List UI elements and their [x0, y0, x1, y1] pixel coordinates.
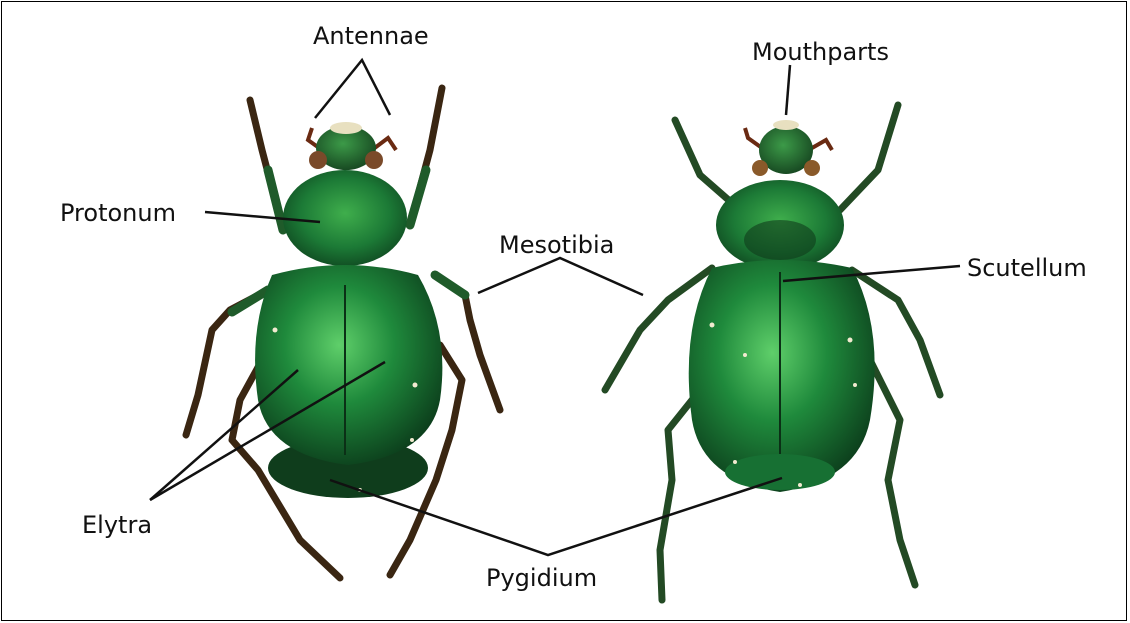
- right-beetle-eye: [752, 160, 768, 176]
- left-beetle-pronotum: [283, 170, 407, 266]
- left-beetle-elytra: [255, 265, 442, 465]
- mouthparts-label: Mouthparts: [752, 40, 889, 64]
- left-beetle-eye: [309, 151, 327, 169]
- elytra-label: Elytra: [82, 513, 152, 537]
- mesotibia-label: Mesotibia: [499, 233, 614, 257]
- pygidium-label: Pygidium: [486, 566, 597, 590]
- protonum-label: Protonum: [60, 201, 176, 225]
- mesotibia-leader: [478, 258, 643, 295]
- antennae-label: Antennae: [313, 24, 429, 48]
- right-beetle: [605, 105, 940, 600]
- left-beetle-clypeus: [330, 122, 362, 134]
- antennae-leader: [315, 60, 390, 118]
- right-beetle-pygidium: [725, 454, 835, 490]
- left-beetle-eye: [365, 151, 383, 169]
- right-beetle-pronotum-pattern: [744, 220, 816, 260]
- left-beetle: [186, 88, 500, 578]
- right-beetle-eye: [804, 160, 820, 176]
- mouthparts-leader: [786, 65, 790, 115]
- scutellum-label: Scutellum: [967, 256, 1087, 280]
- right-beetle-mouthparts: [773, 120, 799, 130]
